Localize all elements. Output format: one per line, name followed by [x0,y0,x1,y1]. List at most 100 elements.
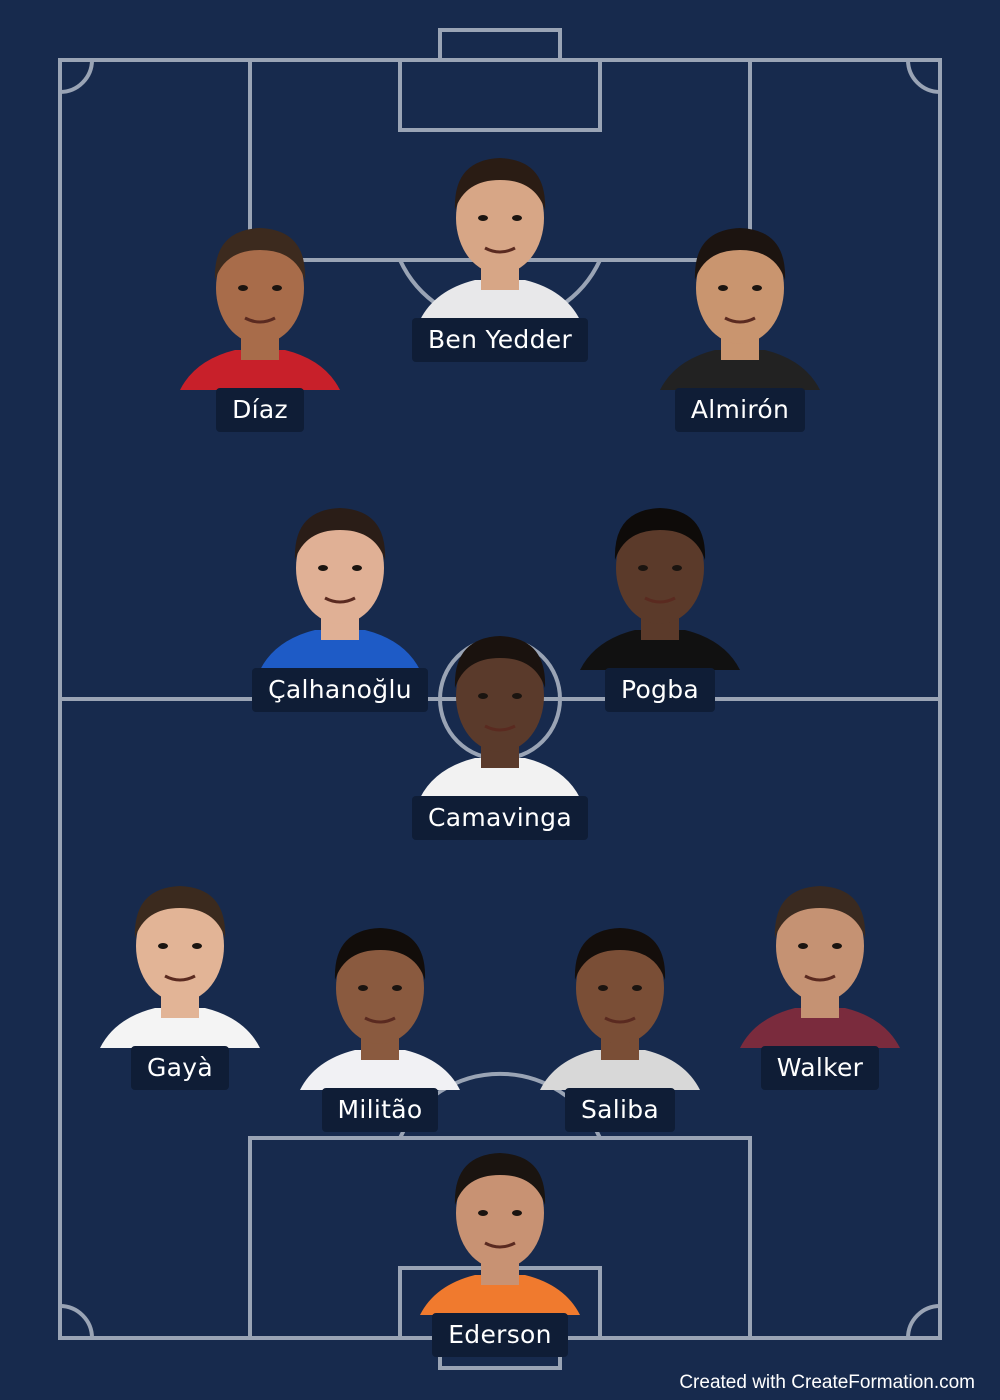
shirt [420,1275,580,1315]
eye [672,565,682,571]
hair [214,228,306,280]
shirt [300,1050,460,1090]
face [296,512,384,624]
face [616,512,704,624]
player-name-label: Walker [760,1046,880,1090]
player-name-label: Çalhanoğlu [252,668,428,712]
player-card-almiron[interactable]: Almirón [640,210,840,432]
eye [272,285,282,291]
player-photo [420,636,580,798]
player-card-gaya[interactable]: Gayà [80,868,280,1090]
face [456,640,544,752]
player-photo [580,508,740,670]
shirt [420,280,580,320]
player-name-label: Saliba [564,1088,676,1132]
hair [454,1153,546,1205]
eye [352,565,362,571]
eye [752,285,762,291]
player-card-ederson[interactable]: Ederson [400,1135,600,1357]
player-card-diaz[interactable]: Díaz [160,210,360,432]
shirt [260,630,420,670]
face [576,932,664,1044]
mouth [364,1016,396,1024]
hair [694,228,786,280]
player-photo [420,1153,580,1315]
shirt [180,350,340,390]
hair [574,928,666,980]
eye [158,943,168,949]
player-photo [100,886,260,1048]
eye [512,1210,522,1216]
player-card-militao[interactable]: Militão [280,910,480,1132]
face [336,932,424,1044]
eye [638,565,648,571]
player-name-label: Gayà [130,1046,229,1090]
face [696,232,784,344]
eye [318,565,328,571]
shirt [420,758,580,798]
player-name-label: Almirón [674,388,806,432]
player-card-camavinga[interactable]: Camavinga [400,618,600,840]
eye [478,1210,488,1216]
hair [134,886,226,938]
hair [454,636,546,688]
eye [798,943,808,949]
shirt [660,350,820,390]
player-name-label: Pogba [604,668,716,712]
credit-text: Created with CreateFormation.com [679,1372,975,1393]
mouth [484,724,516,732]
player-name-label: Ederson [432,1313,568,1357]
corner-arc-top-left [59,59,94,94]
eye [632,985,642,991]
mouth [604,1016,636,1024]
player-photo [420,158,580,320]
shirt [100,1008,260,1048]
mouth [484,246,516,254]
eye [392,985,402,991]
face [216,232,304,344]
eye [512,693,522,699]
player-photo [180,228,340,390]
hair [454,158,546,210]
shirt [540,1050,700,1090]
player-name-label: Camavinga [412,796,588,840]
top-goal [438,28,562,62]
hair [614,508,706,560]
shirt [580,630,740,670]
eye [832,943,842,949]
corner-arc-bottom-right [906,1304,941,1339]
player-photo [660,228,820,390]
hair [294,508,386,560]
player-photo [260,508,420,670]
mouth [724,316,756,324]
face [776,890,864,1002]
hair [774,886,866,938]
player-name-label: Ben Yedder [411,318,589,362]
top-six-yard-box [398,58,602,132]
player-card-walker[interactable]: Walker [720,868,920,1090]
eye [512,215,522,221]
eye [192,943,202,949]
hair [334,928,426,980]
player-name-label: Díaz [216,388,304,432]
face [456,1157,544,1269]
mouth [644,596,676,604]
player-name-label: Militão [321,1088,439,1132]
eye [478,215,488,221]
player-card-calhanoglu[interactable]: Çalhanoğlu [240,490,440,712]
player-card-saliba[interactable]: Saliba [520,910,720,1132]
eye [718,285,728,291]
player-photo [300,928,460,1090]
face [456,162,544,274]
eye [478,693,488,699]
player-card-ben-yedder[interactable]: Ben Yedder [400,140,600,362]
mouth [164,974,196,982]
mouth [324,596,356,604]
player-card-pogba[interactable]: Pogba [560,490,760,712]
mouth [804,974,836,982]
eye [358,985,368,991]
mouth [484,1241,516,1249]
corner-arc-bottom-left [59,1304,94,1339]
mouth [244,316,276,324]
shirt [740,1008,900,1048]
